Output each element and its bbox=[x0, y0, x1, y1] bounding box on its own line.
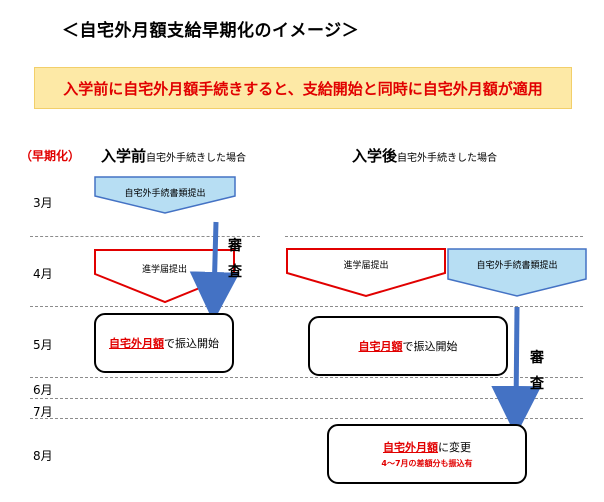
right-enroll-label: 進学届提出 bbox=[343, 261, 389, 271]
month-label-5: 5月 bbox=[33, 338, 53, 352]
right-review-char-1: 審 bbox=[530, 350, 544, 366]
right-docs-label: 自宅外手続書類提出 bbox=[476, 261, 558, 271]
month-divider bbox=[30, 418, 583, 419]
right-docs-pentagon bbox=[447, 248, 587, 297]
left-start-rest: で振込開始 bbox=[164, 337, 219, 350]
left-review-char-2: 査 bbox=[228, 264, 242, 280]
right-review-arrow bbox=[491, 306, 542, 436]
right-start-emph: 自宅月額 bbox=[358, 340, 403, 353]
month-divider bbox=[30, 377, 583, 378]
right-payment-start-box: 自宅月額で振込開始 bbox=[308, 316, 508, 376]
left-review-arrow bbox=[189, 221, 240, 322]
month-divider bbox=[30, 398, 583, 399]
right-review-label: 審 査 bbox=[526, 345, 548, 397]
left-header-main: 入学前 bbox=[101, 147, 147, 165]
right-review-char-2: 査 bbox=[530, 376, 544, 392]
left-payment-start-box: 自宅外月額で振込開始 bbox=[94, 313, 234, 373]
left-docs-label: 自宅外手続書類提出 bbox=[124, 189, 206, 199]
month-label-8: 8月 bbox=[33, 449, 53, 463]
summary-banner: 入学前に自宅外月額手続きすると、支給開始と同時に自宅外月額が適用 bbox=[34, 67, 572, 109]
left-start-emph: 自宅外月額 bbox=[109, 337, 164, 350]
early-label: （早期化） bbox=[20, 149, 81, 163]
right-change-box: 自宅外月額に変更 4～7月の差額分も振込有 bbox=[327, 424, 527, 484]
right-payment-start-text: 自宅月額で振込開始 bbox=[359, 338, 458, 354]
page-title: ＜自宅外月額支給早期化のイメージ＞ bbox=[62, 21, 360, 41]
left-column-header: 入学前自宅外手続きした場合 bbox=[101, 145, 246, 166]
month-label-3: 3月 bbox=[33, 196, 53, 210]
left-enroll-label: 進学届提出 bbox=[141, 265, 187, 275]
right-header-main: 入学後 bbox=[352, 147, 398, 165]
month-divider bbox=[30, 306, 583, 307]
month-label-7: 7月 bbox=[33, 405, 53, 419]
left-review-label: 審 査 bbox=[224, 233, 246, 285]
left-header-sub: 自宅外手続きした場合 bbox=[146, 153, 247, 164]
summary-banner-text: 入学前に自宅外月額手続きすると、支給開始と同時に自宅外月額が適用 bbox=[63, 79, 543, 98]
right-start-rest: で振込開始 bbox=[402, 340, 458, 353]
right-enroll-pentagon bbox=[286, 248, 446, 298]
month-divider bbox=[285, 236, 583, 237]
month-label-6: 6月 bbox=[33, 383, 53, 397]
right-change-rest: に変更 bbox=[438, 441, 471, 454]
left-payment-start-text: 自宅外月額で振込開始 bbox=[109, 335, 219, 351]
left-docs-pentagon bbox=[94, 176, 236, 214]
right-change-emph: 自宅外月額 bbox=[383, 441, 438, 454]
right-column-header: 入学後自宅外手続きした場合 bbox=[352, 145, 497, 166]
month-label-4: 4月 bbox=[33, 267, 53, 281]
right-change-note: 4～7月の差額分も振込有 bbox=[381, 459, 473, 468]
left-review-char-1: 審 bbox=[228, 238, 242, 254]
right-change-text: 自宅外月額に変更 bbox=[383, 439, 471, 455]
right-header-sub: 自宅外手続きした場合 bbox=[397, 153, 498, 164]
month-divider bbox=[30, 236, 260, 237]
